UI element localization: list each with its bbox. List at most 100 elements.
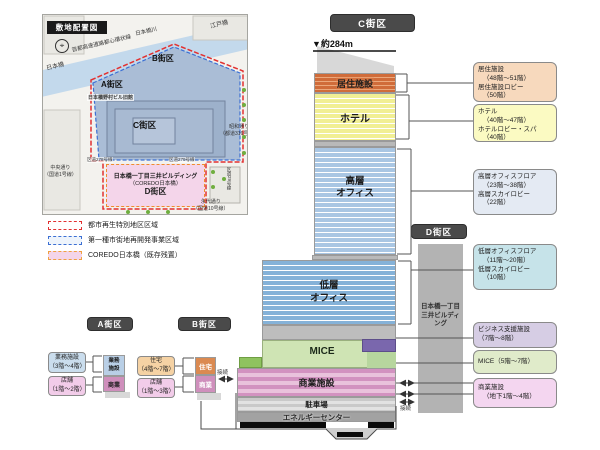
- callout-business-support: ビジネス支援施設 （7階～8階）: [473, 322, 557, 348]
- map-d-line2: （COREDO日本橋）: [129, 180, 182, 187]
- map-a-district-label: A街区: [101, 80, 123, 89]
- connect-label-right: 接続: [400, 406, 412, 412]
- b-building-commercial-block: 商業: [195, 375, 216, 393]
- callout-hotel-l2: （40階～47階）: [483, 116, 530, 124]
- callout-high-office-l4: （22階）: [483, 199, 510, 207]
- tower-hotel-section: ホテル: [314, 93, 396, 141]
- callout-hotel: ホテル （40階～47階） ホテルロビー・スパ （40階）: [473, 104, 557, 142]
- callout-high-office: 高層オフィスフロア （23階～38階） 高層スカイロビー （22階）: [473, 169, 557, 215]
- tower-band-1: [314, 141, 396, 147]
- connect-label-left: 接続: [217, 370, 229, 376]
- map-eitai-dori-line1: 永代通り: [200, 199, 221, 205]
- a-building-office-label: 業務 施設: [108, 358, 119, 372]
- tower-high-office-label: 高層 オフィス: [336, 176, 374, 201]
- callout-low-office-l1: 低層オフィスフロア: [478, 248, 537, 255]
- tower-base-bar-right: [368, 422, 394, 428]
- map-chuo-dori-line1: 中央通り: [50, 165, 71, 171]
- tower-high-office-line1: 高層: [345, 176, 365, 187]
- legend-swatch-coredo: [48, 250, 82, 260]
- b-building-commercial-label: 商業: [199, 382, 212, 389]
- site-map-panel: 日本橋一丁目三井ビルディング （COREDO日本橋） D街区 敷地配置図 ⌖ 首…: [42, 14, 248, 215]
- tower-high-office-section: 高層 オフィス: [314, 147, 396, 255]
- b-block-underground-link: [200, 401, 236, 430]
- map-showa-dori-line1: 昭和通り: [229, 124, 248, 130]
- tower-parking-section: 駐車場: [237, 397, 396, 412]
- b-callout-shop: 店舗 （1階～3階）: [137, 378, 175, 398]
- legend-label-redevelopment: 第一種市街地再開発事業区域: [88, 237, 179, 244]
- a-district-tag: A街区: [87, 317, 133, 331]
- legend-label-special-district: 都市再生特別地区区域: [88, 222, 158, 229]
- map-eitai-dori-line2: （国道10号線）: [193, 205, 229, 212]
- map-background-blocks: [43, 15, 247, 211]
- a-callout-shop-l2: （1階～2階）: [49, 387, 86, 393]
- height-marker: ▼約284m: [312, 39, 353, 49]
- tower-base-bar-left: [240, 422, 326, 428]
- tower-residence-label: 居住施設: [335, 76, 374, 90]
- a-building-office-block: 業務 施設: [103, 355, 125, 376]
- map-showa-dori-line2: （都道316号線）: [220, 130, 248, 137]
- map-chuo-dori-label: 中央通り （国道1号線）: [44, 165, 77, 178]
- callout-low-office-l4: （10階）: [483, 274, 510, 282]
- tower-mice-label: MICE: [309, 346, 335, 357]
- callout-residence-l2: （48階～51階）: [483, 74, 530, 82]
- callout-mice: MICE（5階～7階）: [473, 350, 557, 374]
- a-building-commercial-block: 商業: [103, 376, 125, 392]
- callout-low-office: 低層オフィスフロア （11階～20階） 低層スカイロビー （10階）: [473, 244, 557, 290]
- tower-energy-label: エネルギーセンター: [282, 412, 351, 422]
- map-title: 敷地配置図: [47, 21, 107, 34]
- map-showa-dori-label: 昭和通り （都道316号線）: [220, 124, 248, 137]
- callout-residence-l4: （50階）: [483, 92, 510, 100]
- callout-hotel-l3: ホテルロビー・スパ: [478, 125, 537, 133]
- tower-mice-sub-block: [367, 352, 396, 368]
- callout-business-l1: ビジネス支援施設: [478, 326, 530, 333]
- callout-commercial-l1: 商業施設: [478, 384, 504, 392]
- callout-residence-l1: 居住施設: [478, 66, 504, 73]
- d-district-tag: D街区: [411, 224, 467, 239]
- b-callout-residence-l1: 住宅: [149, 358, 162, 365]
- a-building-office-l2: 施設: [108, 365, 120, 372]
- tower-low-office-line1: 低層: [319, 280, 339, 292]
- callout-hotel-l1: ホテル: [478, 108, 498, 115]
- map-kudo29-label: 区道29号線: [227, 167, 232, 191]
- a-building-shadow: [105, 392, 130, 398]
- b-callout-residence: 住宅 （4階～7階）: [137, 356, 175, 376]
- callout-residence: 居住施設 （48階～51階） 居住施設ロビー （50階）: [473, 62, 557, 102]
- tower-commercial-label: 商業施設: [298, 378, 335, 388]
- callout-residence-l3: 居住施設ロビー: [478, 83, 524, 91]
- b-callout-shop-l2: （1階～3階）: [138, 389, 175, 395]
- tower-energy-section: エネルギーセンター: [237, 412, 396, 422]
- map-eitai-dori-label: 永代通り （国道10号線）: [193, 199, 229, 212]
- legend-row-coredo: COREDO日本橋（既存残置）: [48, 248, 182, 262]
- compass-icon: ⌖: [55, 39, 69, 53]
- callout-hotel-l4: （40階）: [483, 134, 510, 142]
- tower-band-2: [312, 255, 398, 260]
- tower-hotel-label: ホテル: [340, 113, 370, 125]
- tower-low-office-label: 低層 オフィス: [310, 280, 348, 305]
- map-chuo-dori-line2: （国道1号線）: [44, 171, 77, 178]
- b-callout-shop-l1: 店舗: [149, 380, 162, 387]
- legend-swatch-blue-dashed: [48, 235, 82, 245]
- callout-commercial: 商業施設 （地下1階～4階）: [473, 378, 557, 408]
- tower-commercial-section: 商業施設: [237, 368, 396, 397]
- tower-business-support-block: [362, 339, 396, 352]
- b-building-residence-block: 住宅: [195, 357, 216, 375]
- callout-high-office-l3: 高層スカイロビー: [478, 190, 530, 198]
- map-c-district-label: C街区: [133, 120, 157, 130]
- map-graphics: [43, 15, 247, 214]
- d-building-line1: 日本橋一丁目: [421, 303, 460, 310]
- map-kudo279-label: 区道279号線: [169, 157, 195, 163]
- a-callout-office: 業務施設 （3階～4階）: [48, 352, 86, 373]
- a-building-commercial-label: 商業: [107, 382, 120, 389]
- a-callout-office-l1: 業務施設: [54, 354, 79, 361]
- map-b-district-label: B街区: [152, 54, 174, 63]
- street-trees: [126, 88, 246, 214]
- map-nomura-building-label: 日本橋野村ビル旧館: [87, 94, 135, 101]
- callout-commercial-l2: （地下1階～4階）: [483, 393, 536, 400]
- callout-high-office-l2: （23階～38階）: [483, 181, 530, 189]
- callout-business-l2: （7階～8階）: [478, 334, 518, 342]
- d-building-line2: 三井ビルディング: [421, 312, 460, 328]
- site-area: [90, 43, 244, 210]
- legend-row-special-district: 都市再生特別地区区域: [48, 218, 158, 232]
- a-building-office-l1: 業務: [108, 358, 120, 365]
